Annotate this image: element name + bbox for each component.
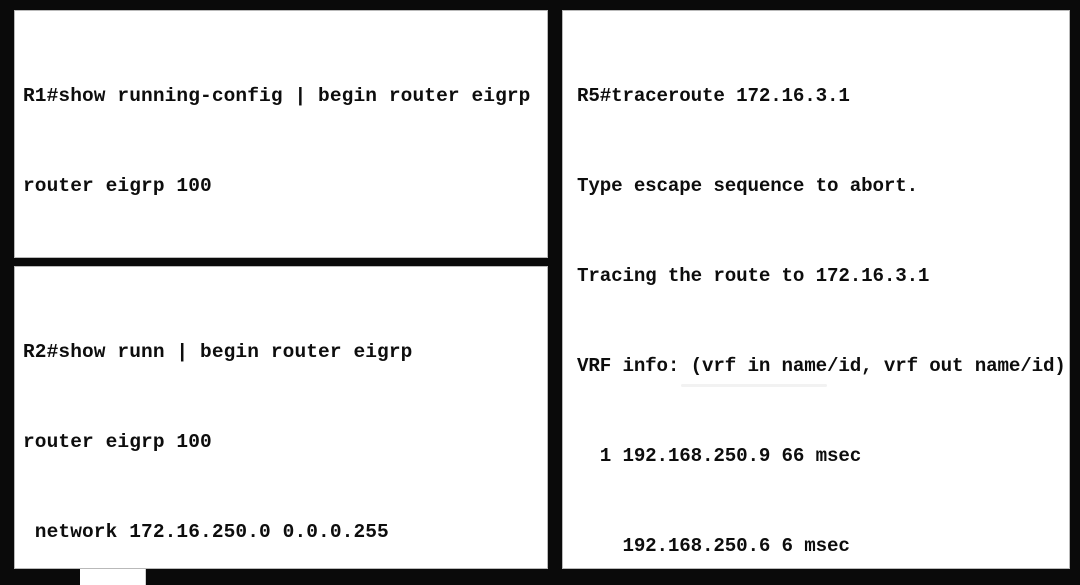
console-line: router eigrp 100 xyxy=(23,175,212,197)
console-panel-r1: R1#show running-config | begin router ei… xyxy=(14,10,548,258)
scan-artifact-smudge xyxy=(681,384,827,387)
console-output-r5[interactable]: R5#traceroute 172.16.3.1 Type escape seq… xyxy=(563,11,1069,568)
console-line: Tracing the route to 172.16.3.1 xyxy=(577,265,930,287)
console-output-r2[interactable]: R2#show runn | begin router eigrp router… xyxy=(15,267,547,568)
console-line: Type escape sequence to abort. xyxy=(577,175,918,197)
console-line: R1#show running-config | begin router ei… xyxy=(23,85,531,107)
console-panel-r2: R2#show runn | begin router eigrp router… xyxy=(14,266,548,569)
console-line: 192.168.250.6 6 msec xyxy=(577,535,850,557)
console-panel-r5: R5#traceroute 172.16.3.1 Type escape seq… xyxy=(562,10,1070,569)
console-line: router eigrp 100 xyxy=(23,431,212,453)
scan-artifact-bottom-notch xyxy=(80,569,146,585)
console-line: network 172.16.250.0 0.0.0.255 xyxy=(23,521,389,543)
console-line: R2#show runn | begin router eigrp xyxy=(23,341,413,363)
console-output-r1[interactable]: R1#show running-config | begin router ei… xyxy=(15,11,547,257)
console-line: VRF info: (vrf in name/id, vrf out name/… xyxy=(577,355,1066,377)
console-line: R5#traceroute 172.16.3.1 xyxy=(577,85,850,107)
console-line: 1 192.168.250.9 66 msec xyxy=(577,445,862,467)
